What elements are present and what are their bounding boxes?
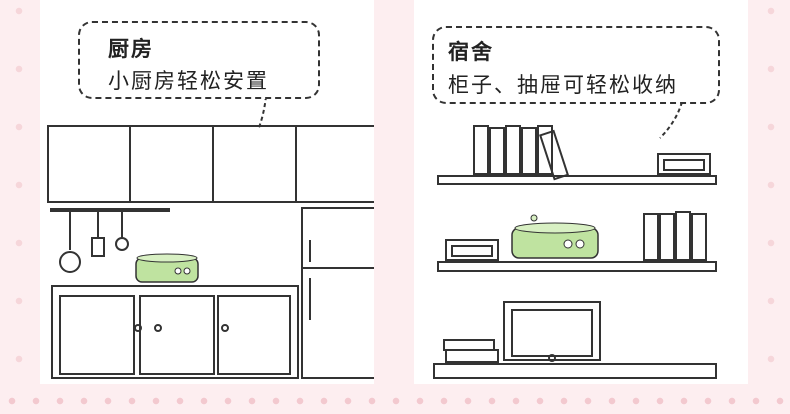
hotpot-appliance — [135, 253, 199, 283]
kitchen-speech-bubble: 厨房 小厨房轻松安置 — [78, 21, 320, 99]
kitchen-panel: 厨房 小厨房轻松安置 — [40, 0, 374, 384]
hotpot-appliance-dorm — [511, 214, 599, 259]
kitchen-title: 厨房 — [108, 37, 154, 61]
dorm-speech-bubble: 宿舍 柜子、抽屉可轻松收纳 — [432, 26, 720, 104]
right-decor — [752, 0, 790, 388]
kitchen-description: 小厨房轻松安置 — [108, 69, 269, 93]
dorm-description: 柜子、抽屉可轻松收纳 — [448, 73, 678, 97]
dorm-panel: 宿舍 柜子、抽屉可轻松收纳 — [414, 0, 748, 384]
dorm-title: 宿舍 — [448, 40, 494, 64]
left-decor — [0, 0, 38, 388]
dorm-illustration — [433, 101, 717, 379]
kitchen-illustration — [47, 95, 374, 379]
bottom-decor — [0, 388, 790, 414]
upper-cabinets — [47, 125, 374, 203]
